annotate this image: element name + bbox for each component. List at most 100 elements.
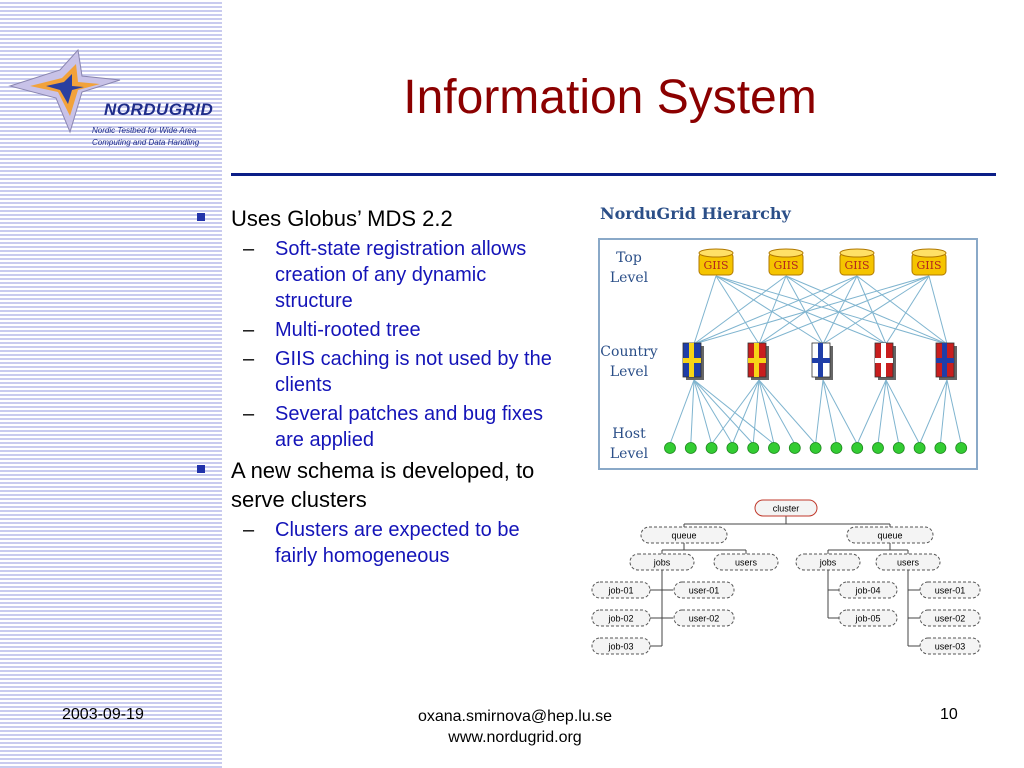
host-node bbox=[768, 442, 780, 454]
nordugrid-logo: NORDUGRID Nordic Testbed for Wide Area C… bbox=[0, 40, 222, 147]
schema-connectors bbox=[650, 516, 920, 647]
schema-tree-diagram: cluster queue queue jobs users jobs users job-0… bbox=[591, 499, 981, 655]
giis-cylinder: GIIS bbox=[768, 248, 804, 276]
schema-node: user-02 bbox=[673, 609, 735, 627]
host-node bbox=[913, 442, 926, 454]
sub-bullet-item: –GIIS caching is not used by the clients bbox=[195, 346, 559, 398]
schema-node: job-04 bbox=[838, 581, 898, 599]
title-divider bbox=[231, 173, 996, 176]
host-node bbox=[809, 442, 822, 454]
country-node bbox=[682, 342, 704, 380]
host-node bbox=[830, 442, 843, 454]
logo-title: NORDUGRID bbox=[104, 100, 214, 119]
sub-bullet-item: –Clusters are expected to be fairly homo… bbox=[195, 517, 559, 569]
schema-node: queue bbox=[846, 526, 934, 544]
host-node bbox=[788, 442, 801, 454]
host-node bbox=[851, 442, 864, 454]
country-node bbox=[747, 342, 769, 380]
country-node bbox=[811, 342, 833, 380]
sub-bullet-text: Multi-rooted tree bbox=[275, 319, 421, 341]
bullet-item: Uses Globus’ MDS 2.2 bbox=[195, 204, 575, 233]
schema-node-label: user-02 bbox=[689, 614, 720, 624]
schema-node-label: queue bbox=[671, 531, 696, 541]
host-node bbox=[892, 442, 905, 454]
footer-email: oxana.smirnova@hep.lu.se bbox=[417, 708, 613, 725]
schema-node: users bbox=[713, 553, 779, 571]
schema-node-label: jobs bbox=[653, 558, 671, 568]
footer-website: www.nordugrid.org bbox=[448, 729, 582, 746]
sub-bullet-text: Soft-state registration allows creation … bbox=[275, 238, 527, 312]
giis-label: GIIS bbox=[703, 259, 728, 272]
schema-node-label: queue bbox=[877, 531, 902, 541]
level-label-country-2: Level bbox=[610, 364, 649, 380]
sub-bullet-text: Clusters are expected to be fairly homog… bbox=[275, 519, 520, 567]
schema-node: job-05 bbox=[838, 609, 898, 627]
level-label-host-2: Level bbox=[610, 446, 649, 462]
page-number: 10 bbox=[940, 706, 958, 723]
schema-node: users bbox=[875, 553, 941, 571]
host-node bbox=[726, 442, 739, 454]
schema-node: job-01 bbox=[591, 581, 651, 599]
bullet-text: A new schema is developed, to serve clus… bbox=[231, 458, 535, 512]
host-node bbox=[684, 442, 697, 454]
sub-bullet-text: Several patches and bug fixes are applie… bbox=[275, 403, 543, 451]
dash-icon: – bbox=[243, 519, 255, 541]
schema-node: job-03 bbox=[591, 637, 651, 655]
level-labels: Top Level Country Level Host Level bbox=[600, 250, 657, 462]
sub-bullet-text: GIIS caching is not used by the clients bbox=[275, 348, 552, 396]
schema-node: user-01 bbox=[673, 581, 735, 599]
slide-title: Information System bbox=[403, 71, 817, 124]
schema-node: user-02 bbox=[919, 609, 981, 627]
bullet-item: A new schema is developed, to serve clus… bbox=[195, 456, 575, 514]
hierarchy-diagram: GIIS GIIS GIIS GIIS Top Level Country Level… bbox=[598, 238, 978, 470]
hierarchy-links bbox=[669, 275, 962, 445]
host-node bbox=[934, 442, 947, 454]
giis-cylinder: GIIS bbox=[839, 248, 875, 276]
giis-cylinder: GIIS bbox=[698, 248, 734, 276]
sub-bullet-item: –Several patches and bug fixes are appli… bbox=[195, 401, 559, 453]
dash-icon: – bbox=[243, 348, 255, 370]
giis-nodes: GIIS GIIS GIIS GIIS bbox=[698, 248, 947, 276]
level-label-top-2: Level bbox=[610, 270, 649, 286]
sub-bullet-item: –Multi-rooted tree bbox=[195, 317, 559, 343]
host-node bbox=[955, 442, 968, 454]
schema-node: jobs bbox=[629, 553, 695, 571]
schema-node: jobs bbox=[795, 553, 861, 571]
schema-node-label: job-04 bbox=[854, 586, 880, 596]
hierarchy-title: NorduGrid Hierarchy bbox=[600, 204, 791, 223]
logo-subtitle-line1: Nordic Testbed for Wide Area bbox=[92, 126, 197, 135]
level-label-country-1: Country bbox=[600, 344, 657, 360]
schema-node-label: jobs bbox=[819, 558, 837, 568]
schema-node-label: users bbox=[735, 558, 758, 568]
schema-node: user-01 bbox=[919, 581, 981, 599]
bullet-square-icon bbox=[197, 213, 205, 221]
schema-nodes: cluster queue queue jobs users jobs users job-0… bbox=[591, 499, 981, 655]
country-node bbox=[874, 342, 896, 380]
sidebar-stripes bbox=[0, 0, 222, 768]
giis-label: GIIS bbox=[773, 259, 798, 272]
level-label-host-1: Host bbox=[612, 426, 646, 442]
sub-bullet-item: –Soft-state registration allows creation… bbox=[195, 236, 559, 314]
logo-subtitle: Nordic Testbed for Wide Area Computing a… bbox=[92, 125, 217, 149]
host-node bbox=[705, 442, 718, 454]
schema-node: cluster bbox=[754, 499, 818, 517]
level-label-top-1: Top bbox=[616, 250, 642, 266]
bullet-square-icon bbox=[197, 465, 205, 473]
logo-subtitle-line2: Computing and Data Handling bbox=[92, 138, 200, 147]
giis-cylinder: GIIS bbox=[911, 248, 947, 276]
schema-node-label: job-03 bbox=[607, 642, 633, 652]
schema-node: job-02 bbox=[591, 609, 651, 627]
schema-node-label: job-02 bbox=[607, 614, 633, 624]
host-node bbox=[872, 442, 884, 454]
schema-node-label: job-05 bbox=[854, 614, 880, 624]
dash-icon: – bbox=[243, 238, 255, 260]
schema-node-label: user-01 bbox=[935, 586, 966, 596]
host-node bbox=[747, 442, 760, 454]
schema-node-label: user-01 bbox=[689, 586, 720, 596]
footer-date: 2003-09-19 bbox=[62, 706, 144, 723]
schema-node: user-03 bbox=[919, 637, 981, 655]
country-node bbox=[935, 342, 957, 380]
schema-node-label: users bbox=[897, 558, 920, 568]
footer-contact: oxana.smirnova@hep.lu.se www.nordugrid.o… bbox=[340, 706, 690, 748]
schema-node: queue bbox=[640, 526, 728, 544]
